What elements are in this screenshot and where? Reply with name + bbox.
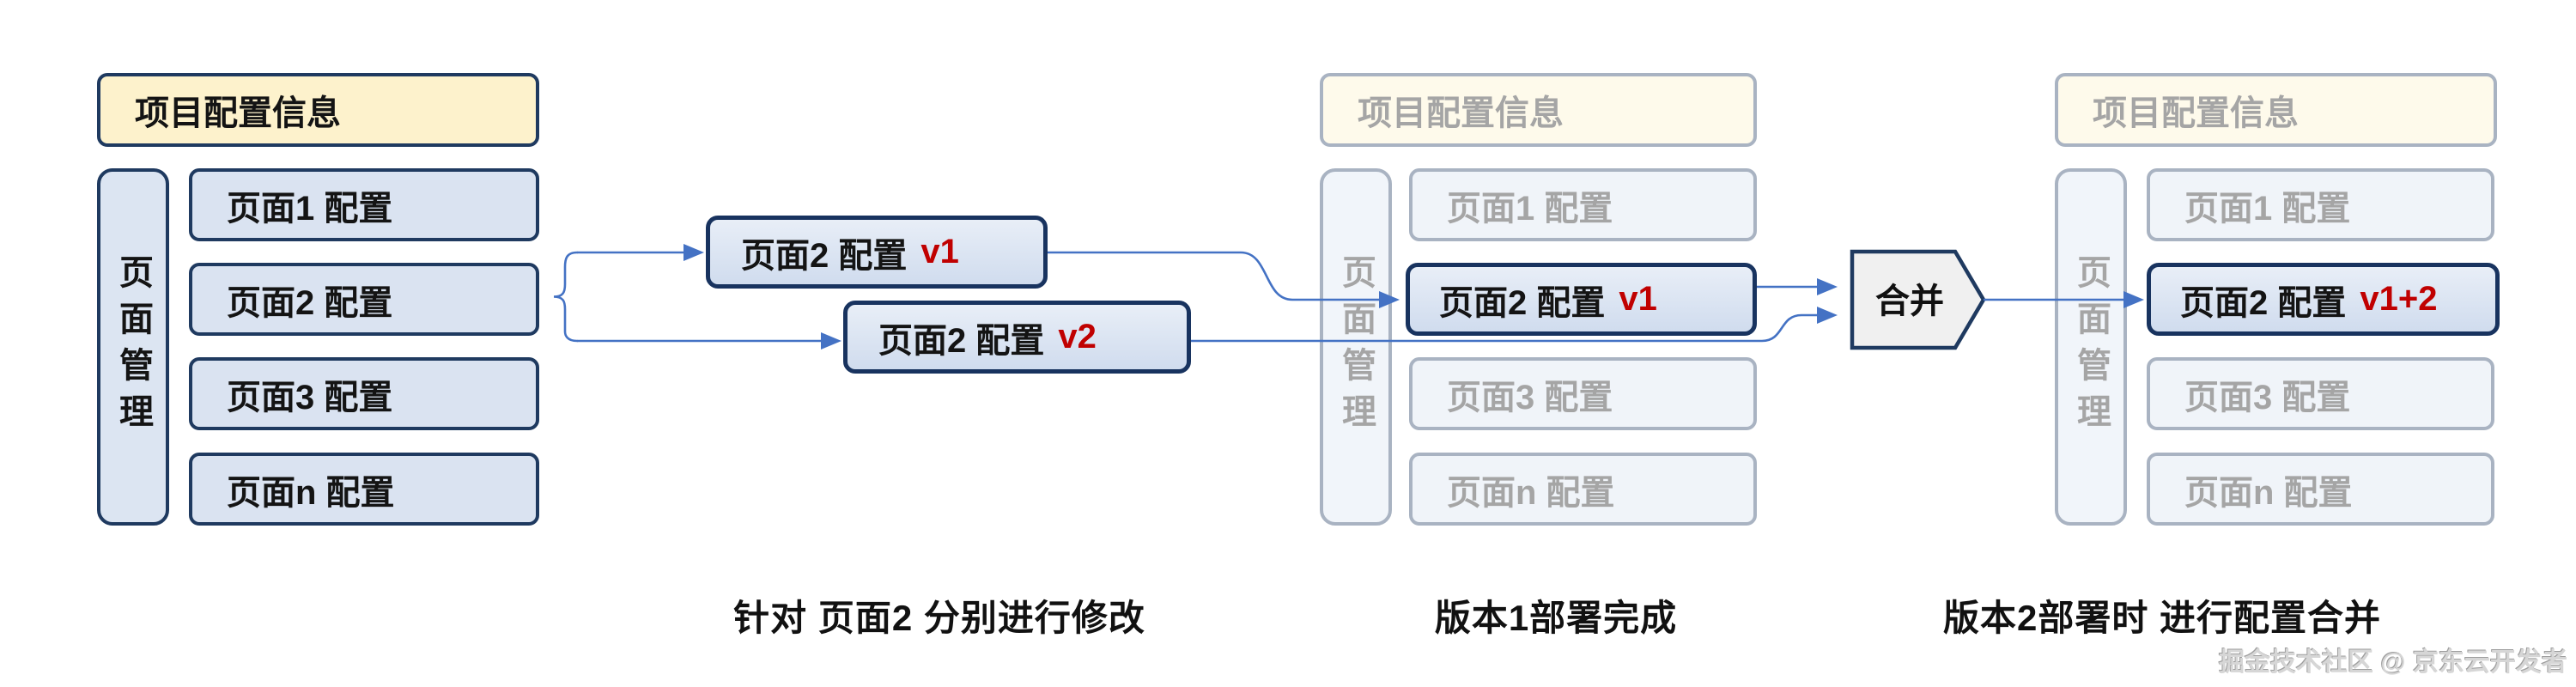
deployed-page1-config-row: 页面1 配置 (1409, 168, 1757, 241)
deployed-version-badge: v1 (1619, 280, 1657, 318)
merged-page1-config-label: 页面1 配置 (2184, 189, 2351, 228)
caption-v1-deployed: 版本1部署完成 (1434, 598, 1678, 638)
merged-page1-config-row: 页面1 配置 (2147, 168, 2494, 241)
deployed-project-config-label: 项目配置信息 (1358, 94, 1564, 132)
page1-config-label: 页面1 配置 (227, 189, 393, 228)
deployed-page1-config-label: 页面1 配置 (1447, 189, 1613, 228)
deployed-page3-config-label: 页面3 配置 (1447, 378, 1613, 416)
merge-pentagon (1850, 249, 1986, 350)
project-config-box: 项目配置信息 (97, 73, 539, 147)
arrow-v2-to-merge-head (1817, 307, 1838, 324)
page2-config-row: 页面2 配置 (189, 263, 539, 336)
page2-v2-label: 页面2 配置 (878, 321, 1045, 360)
merged-page3-config-label: 页面3 配置 (2184, 378, 2351, 416)
page-management-label: 页面管理 (114, 254, 152, 440)
merged-page2-config-box: 页面2 配置 v1+2 (2147, 263, 2500, 336)
version-v1-badge: v1 (920, 233, 959, 271)
deployed-pagen-config-label: 页面n 配置 (1447, 473, 1615, 512)
merged-page-management-label: 页面管理 (2072, 254, 2110, 440)
page3-config-row: 页面3 配置 (189, 357, 539, 430)
deployed-page2-label: 页面2 配置 (1439, 283, 1606, 322)
deployed-page3-config-row: 页面3 配置 (1409, 357, 1757, 430)
page2-config-v2-box: 页面2 配置 v2 (843, 301, 1191, 374)
version-v2-badge: v2 (1058, 318, 1097, 356)
merged-page2-label: 页面2 配置 (2180, 283, 2347, 322)
arrow-to-v2-head (821, 332, 841, 350)
merged-pagen-config-row: 页面n 配置 (2147, 453, 2494, 526)
deployed-pagen-config-row: 页面n 配置 (1409, 453, 1757, 526)
caption-edit-step: 针对 页面2 分别进行修改 (733, 598, 1145, 638)
arrow-deployed-to-merge-head (1817, 278, 1838, 295)
merged-project-config-label: 项目配置信息 (2093, 94, 2299, 132)
caption-v2-merge: 版本2部署时 进行配置合并 (1942, 598, 2382, 638)
pagen-config-label: 页面n 配置 (227, 473, 395, 512)
page2-config-label: 页面2 配置 (227, 283, 393, 322)
split-brace (553, 251, 579, 343)
merged-page-management-sidebar: 页面管理 (2055, 168, 2127, 526)
page2-v1-label: 页面2 配置 (741, 236, 908, 275)
page2-config-v1-box: 页面2 配置 v1 (706, 216, 1048, 289)
merged-pagen-config-label: 页面n 配置 (2184, 473, 2353, 512)
page-management-sidebar: 页面管理 (97, 168, 169, 526)
project-config-label: 项目配置信息 (135, 94, 341, 132)
merge-label: 合并 (1875, 283, 1944, 320)
merged-page3-config-row: 页面3 配置 (2147, 357, 2494, 430)
merged-project-config-box: 项目配置信息 (2055, 73, 2497, 147)
page3-config-label: 页面3 配置 (227, 378, 393, 416)
pagen-config-row: 页面n 配置 (189, 453, 539, 526)
deployed-project-config-box: 项目配置信息 (1320, 73, 1757, 147)
page1-config-row: 页面1 配置 (189, 168, 539, 241)
merged-version-badge: v1+2 (2360, 280, 2438, 318)
deployed-page-management-sidebar: 页面管理 (1320, 168, 1392, 526)
arrow-to-v1-head (683, 244, 704, 261)
watermark: 掘金技术社区 @ 京东云开发者 (2219, 648, 2567, 677)
deployed-page-management-label: 页面管理 (1337, 254, 1375, 440)
deployed-page2-config-v1-box: 页面2 配置 v1 (1406, 263, 1757, 336)
